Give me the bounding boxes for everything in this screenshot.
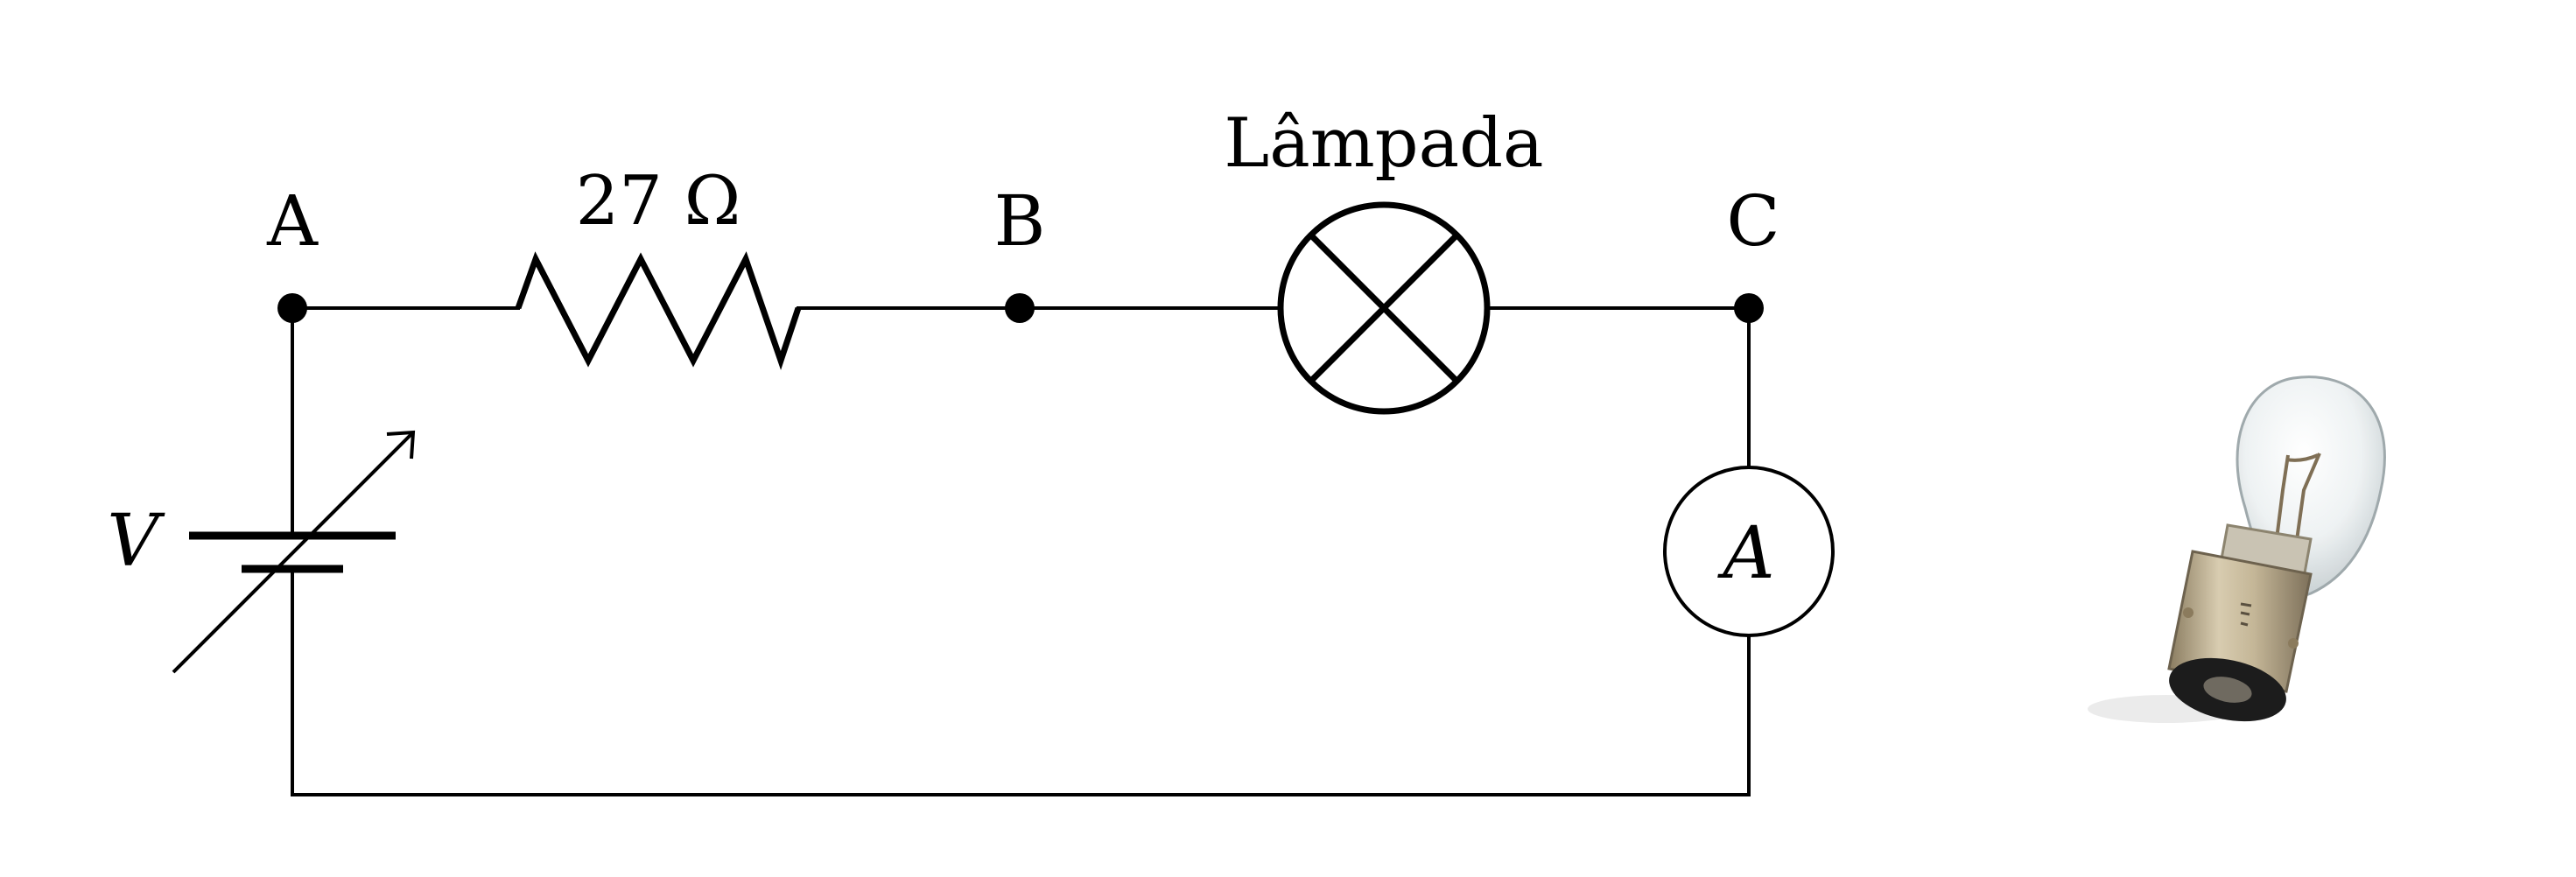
variable-voltage-source [172,430,416,674]
node-b-label: B [994,180,1046,262]
node-c-label: C [1726,180,1779,262]
resistor-symbol [515,251,802,370]
node-b-dot [1005,293,1035,323]
source-label: V [107,500,165,583]
resistor-label: 27 Ω [576,162,741,241]
ammeter-symbol [1663,466,1835,637]
light-bulb-photo-icon [2088,375,2386,723]
lamp-symbol [1277,201,1491,415]
node-a-label: A [266,180,319,262]
node-c-dot [1734,293,1764,323]
circuit-wires [291,306,1751,796]
lamp-label: Lâmpada [1224,104,1543,183]
ammeter-label: A [1716,512,1774,595]
node-a-dot [277,293,307,323]
